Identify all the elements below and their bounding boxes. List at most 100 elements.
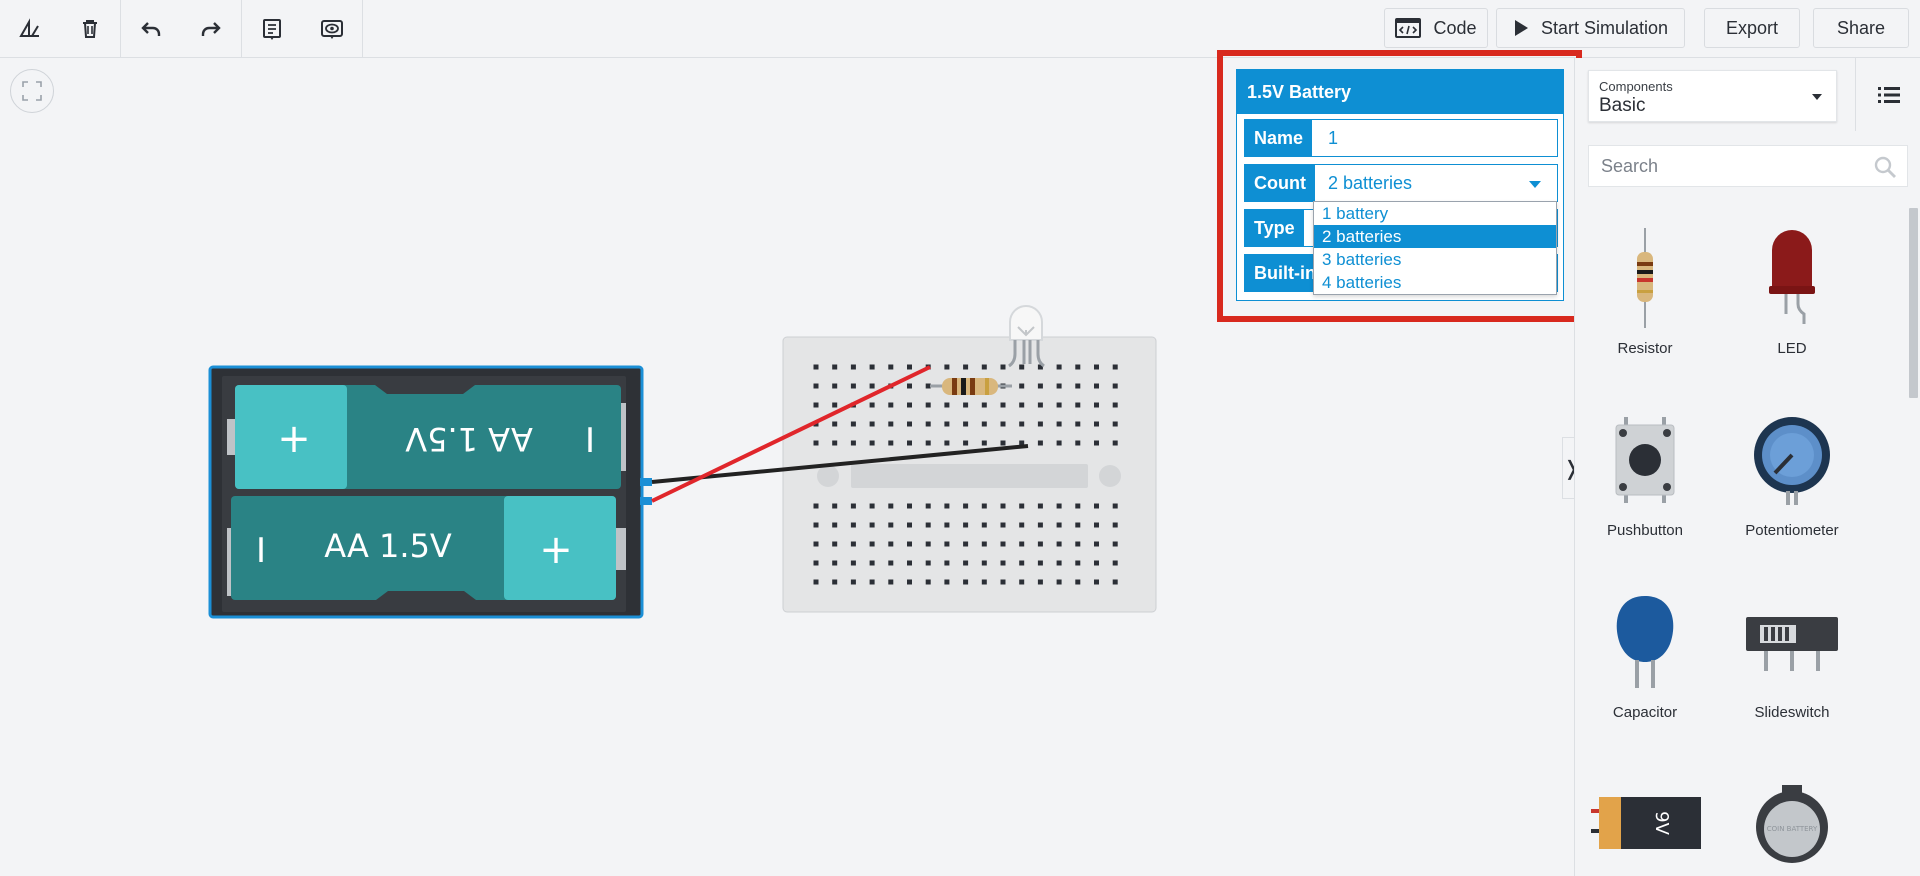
breadboard-hole[interactable] xyxy=(850,541,856,547)
breadboard-hole[interactable] xyxy=(1112,402,1118,408)
breadboard-hole[interactable] xyxy=(981,402,987,408)
code-button[interactable]: Code xyxy=(1384,8,1488,48)
component-led[interactable]: LED xyxy=(1722,220,1862,370)
breadboard-hole[interactable] xyxy=(1037,421,1043,427)
breadboard-hole[interactable] xyxy=(1056,364,1062,370)
breadboard-hole[interactable] xyxy=(963,503,969,509)
breadboard-hole[interactable] xyxy=(944,421,950,427)
export-button[interactable]: Export xyxy=(1704,8,1800,48)
breadboard-hole[interactable] xyxy=(850,421,856,427)
breadboard-hole[interactable] xyxy=(1019,541,1025,547)
breadboard-hole[interactable] xyxy=(1037,503,1043,509)
breadboard-hole[interactable] xyxy=(1056,560,1062,566)
breadboard-hole[interactable] xyxy=(1000,421,1006,427)
breadboard-hole[interactable] xyxy=(813,560,819,566)
breadboard-hole[interactable] xyxy=(850,364,856,370)
wire-red[interactable] xyxy=(651,365,931,503)
breadboard-hole[interactable] xyxy=(1112,440,1118,446)
breadboard-hole[interactable] xyxy=(925,421,931,427)
breadboard-hole[interactable] xyxy=(1075,440,1081,446)
breadboard-hole[interactable] xyxy=(944,541,950,547)
breadboard-hole[interactable] xyxy=(1056,421,1062,427)
breadboard-hole[interactable] xyxy=(907,421,912,427)
breadboard-hole[interactable] xyxy=(1000,402,1006,408)
breadboard-hole[interactable] xyxy=(888,440,894,446)
component-coin-battery[interactable]: COIN BATTERY xyxy=(1722,766,1862,876)
breadboard-hole[interactable] xyxy=(981,579,987,585)
breadboard-hole[interactable] xyxy=(850,440,856,446)
breadboard-hole[interactable] xyxy=(850,579,856,585)
breadboard-hole[interactable] xyxy=(1019,383,1025,389)
wire-black[interactable] xyxy=(651,444,1029,484)
breadboard-hole[interactable] xyxy=(832,541,838,547)
breadboard-hole[interactable] xyxy=(981,440,987,446)
breadboard-hole[interactable] xyxy=(1056,383,1062,389)
breadboard-hole[interactable] xyxy=(963,579,969,585)
breadboard-hole[interactable] xyxy=(813,440,819,446)
breadboard-hole[interactable] xyxy=(963,402,969,408)
breadboard-hole[interactable] xyxy=(944,560,950,566)
breadboard-hole[interactable] xyxy=(813,383,819,389)
breadboard-hole[interactable] xyxy=(869,402,875,408)
breadboard-hole[interactable] xyxy=(832,579,838,585)
breadboard-hole[interactable] xyxy=(832,364,838,370)
component-resistor[interactable]: Resistor xyxy=(1575,220,1715,370)
breadboard-hole[interactable] xyxy=(1037,541,1043,547)
breadboard-hole[interactable] xyxy=(944,402,950,408)
breadboard-hole[interactable] xyxy=(869,541,875,547)
share-button[interactable]: Share xyxy=(1813,8,1909,48)
count-option-1[interactable]: 1 battery xyxy=(1322,204,1389,223)
breadboard-hole[interactable] xyxy=(813,402,819,408)
breadboard-hole[interactable] xyxy=(1019,522,1025,528)
breadboard-hole[interactable] xyxy=(1056,541,1062,547)
breadboard-hole[interactable] xyxy=(1037,383,1043,389)
breadboard-hole[interactable] xyxy=(1112,364,1118,370)
breadboard-hole[interactable] xyxy=(1000,364,1006,370)
breadboard[interactable] xyxy=(782,336,1157,613)
breadboard-hole[interactable] xyxy=(832,503,838,509)
breadboard-hole[interactable] xyxy=(981,541,987,547)
breadboard-hole[interactable] xyxy=(907,522,912,528)
breadboard-hole[interactable] xyxy=(1019,503,1025,509)
breadboard-hole[interactable] xyxy=(888,579,894,585)
undo-button[interactable] xyxy=(121,0,181,57)
breadboard-hole[interactable] xyxy=(888,560,894,566)
breadboard-hole[interactable] xyxy=(1094,579,1099,585)
breadboard-hole[interactable] xyxy=(869,579,875,585)
breadboard-hole[interactable] xyxy=(1056,440,1062,446)
breadboard-hole[interactable] xyxy=(1056,579,1062,585)
breadboard-hole[interactable] xyxy=(907,402,912,408)
breadboard-hole[interactable] xyxy=(981,364,987,370)
breadboard-hole[interactable] xyxy=(813,541,819,547)
breadboard-hole[interactable] xyxy=(1075,402,1081,408)
breadboard-hole[interactable] xyxy=(925,503,931,509)
breadboard-hole[interactable] xyxy=(832,402,838,408)
breadboard-hole[interactable] xyxy=(869,440,875,446)
terminal-negative[interactable] xyxy=(640,497,652,505)
breadboard-hole[interactable] xyxy=(1094,383,1099,389)
visibility-button[interactable] xyxy=(302,0,362,57)
breadboard-hole[interactable] xyxy=(1094,440,1099,446)
breadboard-hole[interactable] xyxy=(888,522,894,528)
fit-view-button[interactable] xyxy=(10,69,54,113)
count-option-4[interactable]: 4 batteries xyxy=(1322,273,1402,292)
breadboard-hole[interactable] xyxy=(813,522,819,528)
breadboard-hole[interactable] xyxy=(1112,579,1118,585)
breadboard-hole[interactable] xyxy=(1037,579,1043,585)
breadboard-hole[interactable] xyxy=(888,402,894,408)
panel-scrollbar[interactable] xyxy=(1906,208,1920,876)
breadboard-hole[interactable] xyxy=(850,383,856,389)
count-option-3[interactable]: 3 batteries xyxy=(1322,250,1402,269)
breadboard-hole[interactable] xyxy=(832,560,838,566)
breadboard-hole[interactable] xyxy=(1094,541,1099,547)
breadboard-hole[interactable] xyxy=(907,560,912,566)
breadboard-hole[interactable] xyxy=(869,503,875,509)
breadboard-hole[interactable] xyxy=(925,560,931,566)
breadboard-hole[interactable] xyxy=(850,503,856,509)
breadboard-hole[interactable] xyxy=(1019,579,1025,585)
breadboard-hole[interactable] xyxy=(869,364,875,370)
breadboard-hole[interactable] xyxy=(1075,503,1081,509)
breadboard-hole[interactable] xyxy=(1000,503,1006,509)
breadboard-hole[interactable] xyxy=(888,541,894,547)
breadboard-hole[interactable] xyxy=(1075,383,1081,389)
